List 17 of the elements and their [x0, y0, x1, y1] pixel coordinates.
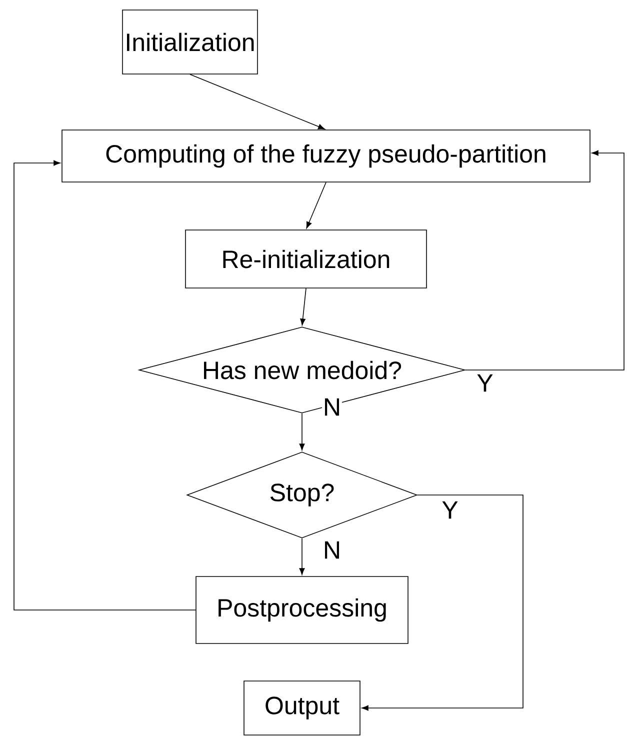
arrow [465, 150, 624, 370]
edge-label: Y [440, 500, 460, 520]
process-box: Output [244, 680, 360, 736]
process-box: Initialization [122, 10, 258, 74]
arrow [190, 74, 325, 130]
edge-label: N [322, 540, 342, 560]
edge-label: N [322, 397, 342, 417]
edge-label: Y [476, 373, 494, 393]
arrow [299, 413, 305, 450]
arrow [300, 288, 306, 326]
process-box: Computing of the fuzzy pseudo-partition [62, 130, 590, 182]
process-box: Re-initialization [185, 230, 427, 288]
arrow [362, 494, 524, 711]
process-box: Postprocessing [196, 576, 408, 644]
arrow [14, 160, 196, 610]
arrow [306, 182, 326, 228]
arrow [299, 538, 305, 575]
